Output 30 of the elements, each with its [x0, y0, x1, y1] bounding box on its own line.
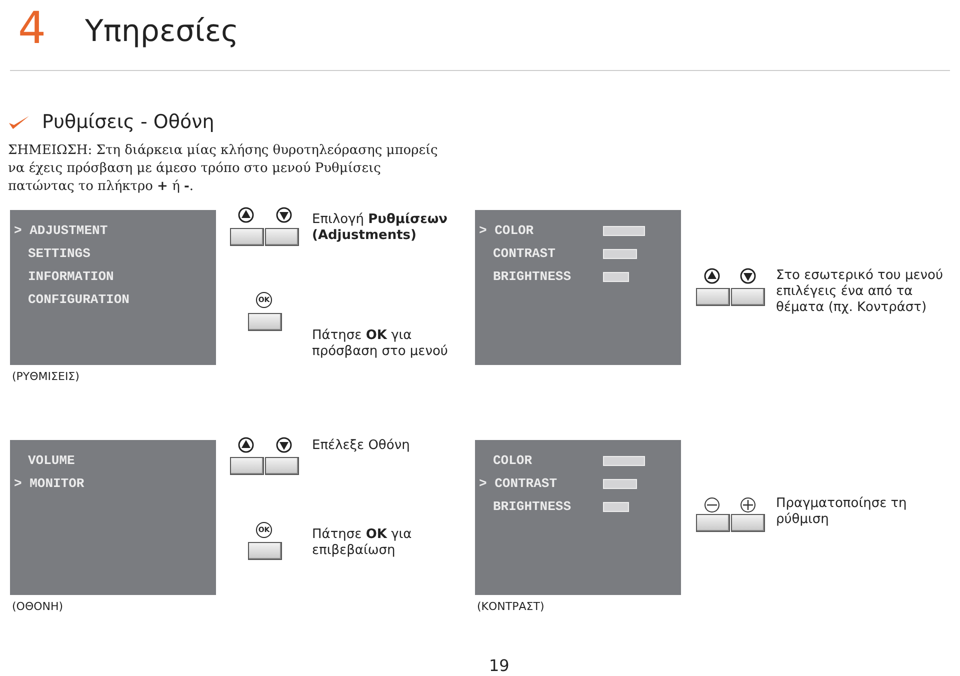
menu-item: VOLUME: [28, 453, 75, 468]
menu-item: CONFIGURATION: [28, 292, 130, 307]
screen-caption: (ΚΟΝΤΡΑΣΤ): [477, 600, 544, 613]
menu-item: > ADJUSTMENT: [14, 223, 108, 238]
instruction-text: Πάτησε OK για πρόσβαση στο μενού: [312, 328, 449, 360]
section-heading: Ρυθμίσεις - Οθόνη: [42, 111, 214, 133]
screen-caption: (ΟΘΟΝΗ): [12, 600, 64, 613]
menu-item: > COLOR: [479, 223, 534, 238]
menu-item: > MONITOR: [14, 476, 84, 491]
instruction-text: Πάτησε OK για επιβεβαίωση: [312, 527, 413, 559]
menu-item: INFORMATION: [28, 269, 114, 284]
note-text: ΣΗΜΕΙΩΣΗ: Στη διάρκεια μίας κλήσης θυροτηλεόρασης μπορείς να έχεις πρόσβαση με άμεσο τρόπο στο μενού Ρυθμίσεις πατώντας το πλήκτρο + ή -.: [8, 142, 439, 196]
menu-screen: [475, 210, 681, 365]
instruction-text: Επέλεξε Οθόνη: [312, 438, 411, 454]
page-title: Υπηρεσίες: [85, 14, 239, 49]
menu-item: SETTINGS: [28, 246, 90, 261]
screen-caption: (ΡΥΘΜΙΣΕΙΣ): [12, 370, 80, 383]
instruction-text: Στο εσωτερικό του μενού επιλέγεις ένα από τα θέματα (πχ. Κοντράστ): [776, 268, 944, 316]
menu-item: CONTRAST: [493, 246, 556, 261]
menu-screen: [10, 440, 216, 595]
menu-item: BRIGHTNESS: [493, 499, 572, 514]
page-number-heading: 4: [18, 4, 46, 54]
instruction-text: Επιλογή Ρυθμίσεων (Adjustments): [312, 212, 449, 244]
menu-screen: [475, 440, 681, 595]
page-number: 19: [489, 656, 510, 675]
menu-item: BRIGHTNESS: [493, 269, 572, 284]
menu-item: > CONTRAST: [479, 476, 558, 491]
menu-item: COLOR: [493, 453, 532, 468]
menu-screen: [10, 210, 216, 365]
instruction-text: Πραγματοποίησε τη ρύθμιση: [776, 496, 908, 528]
